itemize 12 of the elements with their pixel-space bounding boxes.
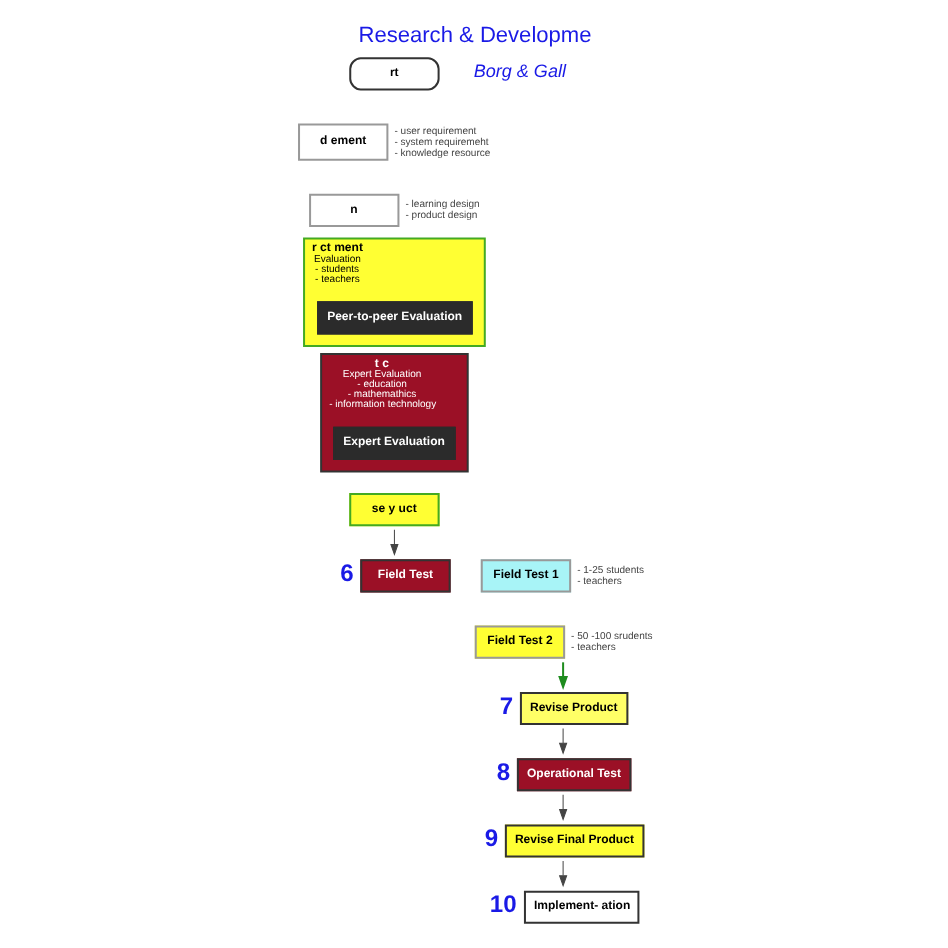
node-label: 6: [339, 559, 353, 588]
label: Borg & Gall: [472, 60, 565, 81]
diagram-title: Research & Developme: [357, 24, 591, 49]
arrow: [389, 529, 398, 555]
node-label: 9: [483, 824, 498, 853]
node-label: 8: [495, 757, 510, 786]
arrow: [557, 662, 568, 691]
arrow: [558, 794, 567, 821]
node-label: 7: [498, 691, 513, 720]
arrow: [558, 728, 567, 754]
node-label: 10: [488, 890, 516, 919]
arrow: [558, 860, 567, 887]
